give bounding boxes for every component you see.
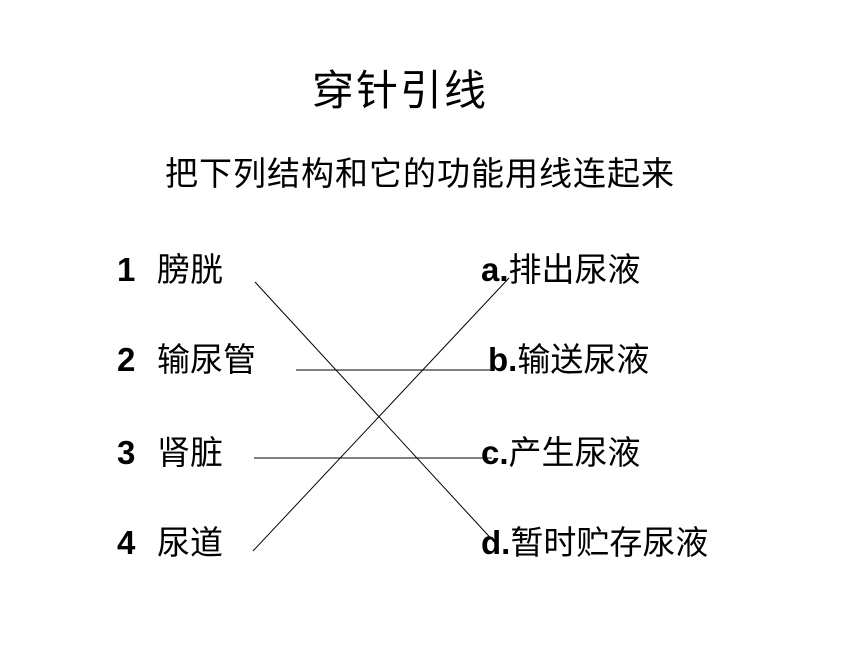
structure-name: 尿道 <box>157 524 223 561</box>
instruction-text: 把下列结构和它的功能用线连起来 <box>165 154 675 193</box>
function-item-c: c.产生尿液 <box>481 434 641 471</box>
structure-name: 肾脏 <box>157 434 223 471</box>
function-text: 排出尿液 <box>508 251 641 288</box>
function-text: 暂时贮存尿液 <box>510 524 709 561</box>
structure-number: 1 <box>117 251 136 288</box>
function-letter: b. <box>488 341 518 378</box>
structure-item-2: 2 输尿管 <box>117 341 256 378</box>
structure-number: 2 <box>117 341 136 378</box>
function-item-b: b.输送尿液 <box>488 341 650 378</box>
function-text: 输送尿液 <box>517 341 650 378</box>
connection-line-4-a <box>252 277 510 552</box>
structure-name: 膀胱 <box>157 251 223 288</box>
function-item-a: a.排出尿液 <box>481 251 641 288</box>
structure-number: 4 <box>117 524 136 561</box>
structure-item-4: 4 尿道 <box>117 524 223 561</box>
structure-item-3: 3 肾脏 <box>117 434 223 471</box>
function-text: 产生尿液 <box>508 434 641 471</box>
connection-line-1-d <box>254 281 498 546</box>
structure-name: 输尿管 <box>157 341 256 378</box>
structure-number: 3 <box>117 434 136 471</box>
function-letter: a. <box>481 251 509 288</box>
structure-item-1: 1 膀胱 <box>117 251 223 288</box>
function-item-d: d.暂时贮存尿液 <box>481 524 709 561</box>
page-title: 穿针引线 <box>312 66 489 115</box>
function-letter: d. <box>481 524 511 561</box>
function-letter: c. <box>481 434 509 471</box>
